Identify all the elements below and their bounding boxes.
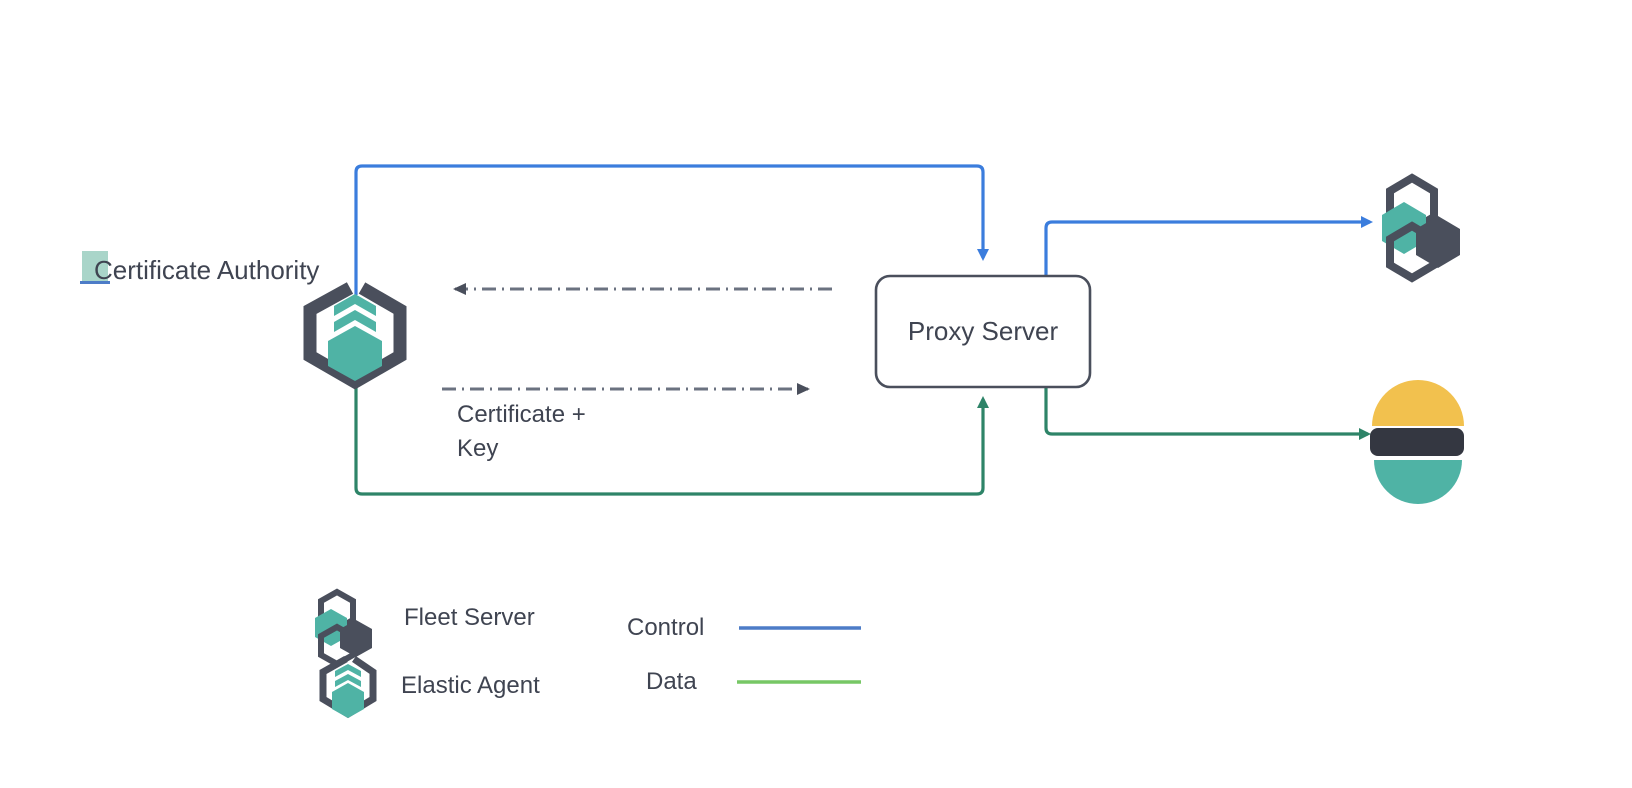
legend-elastic-agent-icon xyxy=(319,655,377,719)
elastic-agent-icon xyxy=(303,282,407,390)
legend-item-control-label: Control xyxy=(627,614,705,641)
certificate-authority-label: Certificate Authority xyxy=(94,255,320,285)
proxy-server-box[interactable] xyxy=(874,274,1092,389)
legend-fleet-server-icon xyxy=(315,588,372,668)
edge-proxy-to-elasticsearch-data xyxy=(1044,387,1371,440)
edge-agent-to-proxy-data xyxy=(354,378,989,496)
certificate-authority-highlight xyxy=(82,251,108,283)
certificate-authority-underline xyxy=(80,281,110,284)
proxy-server-label: Proxy Server xyxy=(907,315,1059,346)
certificate-key-edge-label: Certificate + Key xyxy=(457,401,586,463)
edge-agent-to-proxy-control xyxy=(354,164,989,295)
legend-item-data-label: Data xyxy=(646,668,697,695)
legend-item-fleet-server-label: Fleet Server xyxy=(404,604,535,631)
edge-proxy-to-fleet-control xyxy=(1044,216,1373,275)
fleet-server-icon xyxy=(1382,173,1460,283)
legend-item-elastic-agent-label: Elastic Agent xyxy=(401,672,540,699)
elasticsearch-icon xyxy=(1370,380,1464,504)
